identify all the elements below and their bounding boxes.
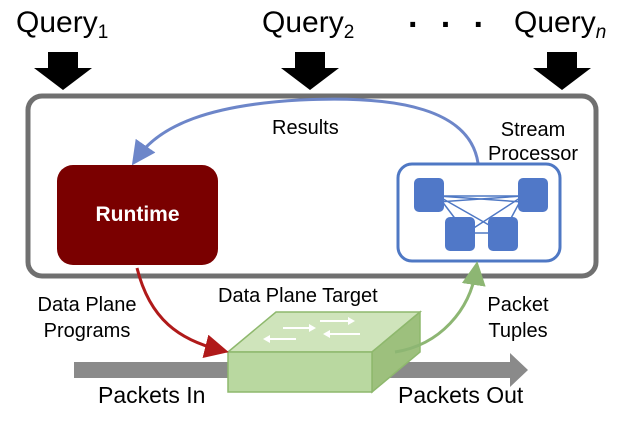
query1-base: Query xyxy=(16,6,98,39)
programs-line2: Programs xyxy=(43,320,131,342)
runtime-label: Runtime xyxy=(95,203,180,226)
results-label: Results xyxy=(272,117,339,139)
results-arrow xyxy=(131,97,480,166)
stream-processor-line2: Processor xyxy=(487,143,579,165)
queryn-subscript: n xyxy=(595,22,607,43)
query2-arrow xyxy=(281,52,339,90)
packet-tuples-label: Packet Tuples xyxy=(468,292,568,344)
packets-out-arrow xyxy=(372,353,528,387)
switch-box xyxy=(225,310,423,394)
tuples-line1: Packet xyxy=(487,294,549,316)
query-ellipsis: · · · xyxy=(408,6,491,44)
queryn-label: Queryn xyxy=(514,6,606,43)
query1-subscript: 1 xyxy=(97,22,109,43)
packets-out-label: Packets Out xyxy=(398,382,524,408)
packets-in-label: Packets In xyxy=(98,382,206,408)
queryn-arrow xyxy=(533,52,591,90)
runtime-box xyxy=(57,165,218,265)
sp-node xyxy=(488,217,518,251)
data-plane-target-label: Data Plane Target xyxy=(218,285,378,307)
packets-in-arrow xyxy=(74,353,256,387)
programs-arrow xyxy=(135,267,229,358)
data-plane-programs-label: Data Plane Programs xyxy=(22,292,152,344)
queryn-base: Query xyxy=(514,6,596,39)
query2-subscript: 2 xyxy=(343,22,355,43)
sp-node xyxy=(518,178,548,212)
tuples-arrow xyxy=(394,261,486,354)
query1-arrow xyxy=(34,52,92,90)
sp-node xyxy=(414,178,444,212)
query2-label: Query2 xyxy=(262,6,354,43)
query2-base: Query xyxy=(262,6,344,39)
tuples-line2: Tuples xyxy=(488,320,548,342)
query1-label: Query1 xyxy=(16,6,108,43)
stream-processor-label: Stream Processor xyxy=(478,118,588,166)
programs-line1: Data Plane xyxy=(37,294,137,316)
sp-node xyxy=(445,217,475,251)
stream-processor-line1: Stream xyxy=(500,119,566,141)
